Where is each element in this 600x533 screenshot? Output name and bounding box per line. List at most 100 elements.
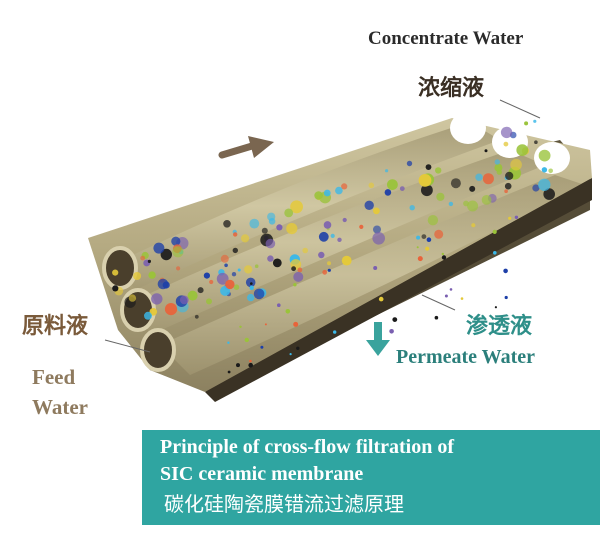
particle	[435, 167, 442, 174]
particle	[318, 231, 329, 242]
leader-line-concentrate	[499, 99, 541, 119]
particle	[510, 158, 522, 171]
particle	[421, 184, 433, 197]
permeate-particle	[244, 337, 249, 343]
particle	[176, 266, 181, 271]
particle	[481, 195, 492, 205]
inlet-opening-1	[102, 246, 138, 290]
concentrate-water-label: Concentrate Water	[368, 28, 524, 49]
particle	[532, 184, 540, 192]
particle	[265, 238, 276, 249]
permeate-particle	[289, 353, 292, 356]
permeate-particle	[250, 282, 253, 285]
inlet-opening-2	[120, 288, 156, 332]
particle	[197, 287, 204, 294]
particle	[179, 295, 189, 305]
permeate-particle	[504, 295, 508, 300]
particle	[335, 186, 343, 195]
outlet-opening-1	[450, 112, 486, 144]
membrane-diagram	[88, 99, 592, 402]
permeate-particle	[236, 363, 240, 368]
particle	[534, 140, 538, 144]
particle	[224, 263, 228, 268]
concentrate-cn-label: 浓缩液	[418, 76, 485, 101]
particle	[233, 232, 238, 237]
particle	[548, 168, 553, 174]
particle	[233, 284, 240, 291]
particle	[293, 271, 304, 282]
particle	[322, 269, 328, 275]
particle	[421, 234, 427, 240]
particle	[327, 261, 331, 266]
permeate-cn-label: 渗透液	[466, 314, 533, 339]
particle	[533, 119, 537, 123]
particle	[144, 311, 152, 320]
particle	[543, 188, 555, 200]
particle	[209, 279, 214, 285]
particle	[244, 265, 253, 274]
particle	[341, 255, 352, 266]
permeate-particle	[460, 297, 464, 300]
particle	[387, 179, 398, 191]
particle	[291, 266, 296, 272]
particle	[151, 293, 163, 305]
particle	[194, 314, 199, 319]
permeate-particle	[249, 285, 254, 290]
particle	[241, 234, 250, 243]
leader-line-feed	[104, 339, 151, 353]
particle	[267, 255, 274, 262]
particle	[372, 232, 386, 245]
permeate-particle	[508, 216, 512, 220]
permeate-particle	[449, 288, 453, 291]
particle	[290, 200, 303, 214]
particle	[448, 201, 454, 207]
particle	[160, 248, 172, 261]
permeate-particle	[249, 359, 252, 363]
caption-line-3: 碳化硅陶瓷膜错流过滤原理	[164, 492, 404, 516]
particle	[409, 205, 415, 211]
particle	[164, 303, 178, 316]
particle	[157, 278, 169, 290]
particle	[318, 251, 325, 259]
permeate-particle	[327, 268, 331, 272]
particle	[434, 229, 444, 239]
permeate-particle	[333, 330, 337, 334]
particle	[323, 189, 331, 197]
permeate-particle	[494, 306, 497, 309]
permeate-particle	[434, 315, 439, 320]
feed-water-line2: Water	[32, 395, 88, 419]
caption-band: Principle of cross-flow filtration of SI…	[142, 430, 600, 525]
particle	[245, 277, 256, 288]
permeate-particle	[373, 266, 378, 270]
particle	[342, 217, 347, 223]
permeate-particle	[417, 256, 423, 262]
particle	[187, 290, 198, 301]
particle	[284, 208, 294, 218]
permeate-particle	[378, 296, 384, 302]
particle	[232, 247, 238, 254]
caption-line-2: SIC ceramic membrane	[160, 463, 364, 485]
inlet-opening-3	[140, 328, 176, 372]
permeate-particle	[389, 329, 394, 334]
particle	[314, 191, 323, 200]
particle	[505, 171, 514, 180]
particle	[384, 189, 392, 196]
feed-water-line1: Feed	[32, 365, 76, 389]
particle	[128, 294, 137, 302]
particle	[203, 272, 210, 279]
particle	[504, 182, 512, 190]
particle	[341, 183, 348, 190]
permeate-particle	[293, 321, 299, 327]
permeate-particle	[293, 283, 297, 287]
particle	[276, 224, 283, 231]
particle	[172, 246, 184, 258]
permeate-particle	[441, 252, 444, 256]
particle	[399, 186, 405, 192]
particle	[148, 271, 156, 279]
permeate-particle	[277, 303, 281, 308]
particle	[359, 224, 364, 229]
particle	[418, 174, 432, 187]
particle	[471, 223, 476, 228]
particle	[216, 272, 229, 285]
permeate-particle	[264, 323, 267, 326]
